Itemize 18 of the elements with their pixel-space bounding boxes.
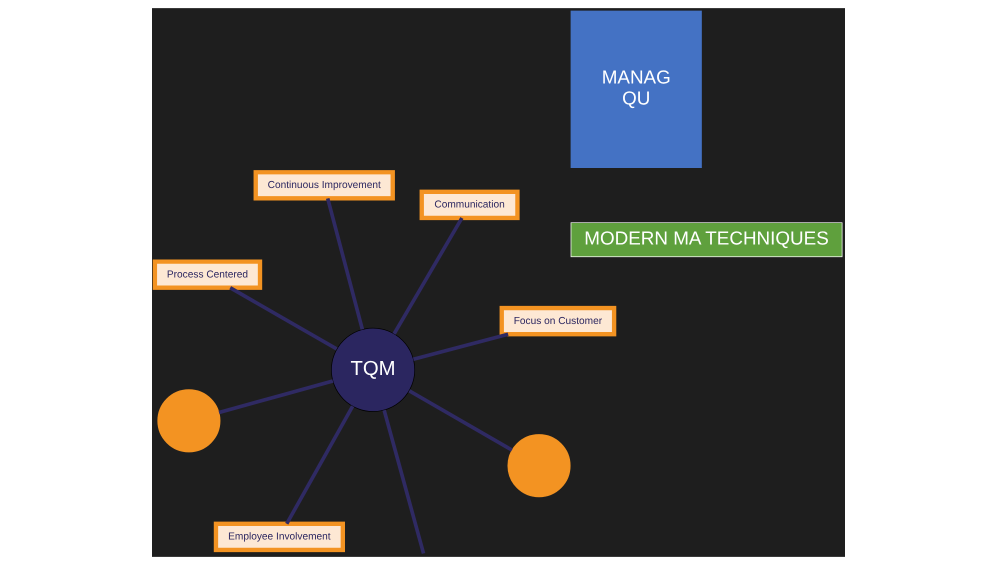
- connector: [229, 286, 338, 351]
- node-box: MANAG QU: [570, 10, 702, 168]
- connector: [326, 198, 364, 330]
- node-box: MODERN MA TECHNIQUES: [570, 222, 842, 258]
- node-box: Continuous Improvement: [254, 170, 395, 201]
- node-circle: [157, 389, 220, 452]
- connector: [382, 410, 426, 554]
- node-box: Process Centered: [152, 259, 262, 290]
- connector: [412, 332, 509, 361]
- node-box: Employee Involvement: [214, 522, 345, 552]
- connector: [392, 217, 464, 335]
- node-circle: [508, 434, 571, 498]
- connector: [218, 379, 334, 414]
- connector: [408, 389, 513, 452]
- connector: [285, 405, 354, 525]
- node-circle: TQM: [331, 328, 416, 412]
- node-box: Focus on Customer: [500, 306, 616, 336]
- node-box: Communication: [420, 190, 520, 220]
